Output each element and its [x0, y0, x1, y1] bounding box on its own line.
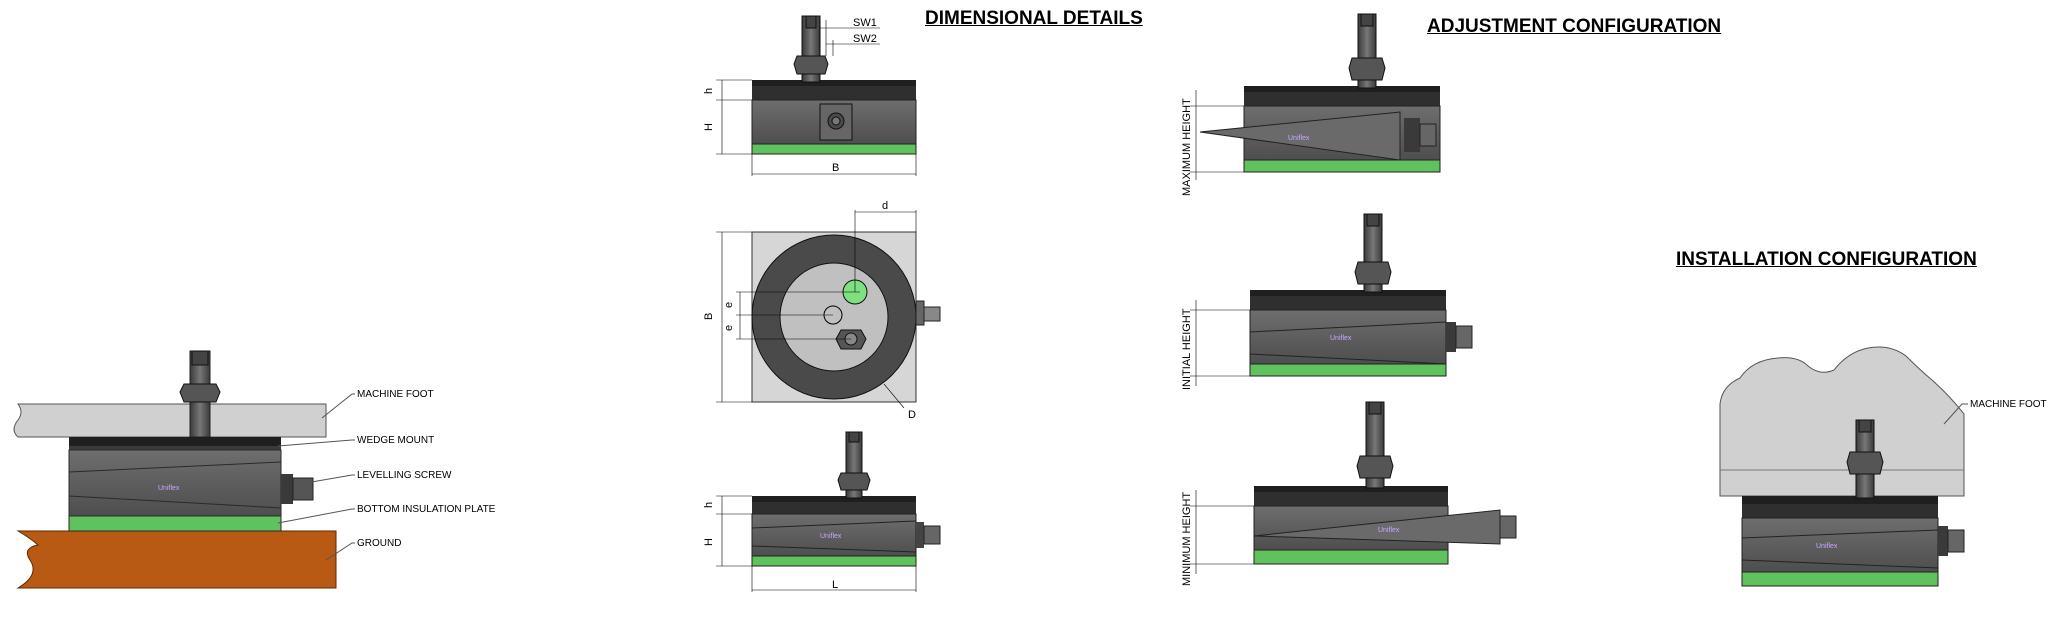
svg-text:Uniflex: Uniflex: [1330, 335, 1352, 342]
adjustment-maximum: Uniflex MAXIMUM HEIGHT: [1181, 13, 1441, 196]
label-maximum-height: MAXIMUM HEIGHT: [1181, 98, 1193, 196]
callout-wedge-mount: WEDGE MOUNT: [357, 435, 434, 446]
dim-H-front: H: [703, 123, 715, 131]
svg-text:Uniflex: Uniflex: [158, 485, 180, 492]
insulation-plate: [68, 515, 282, 532]
label-initial-height: INITIAL HEIGHT: [1181, 308, 1193, 390]
machine-foot-casting: [1719, 346, 1965, 497]
svg-text:Uniflex: Uniflex: [1378, 527, 1400, 534]
adjustment-configuration-heading: ADJUSTMENT CONFIGURATION: [1427, 16, 1722, 37]
dim-L: L: [832, 579, 838, 591]
hex-nut: [179, 383, 221, 403]
dim-H-side: H: [703, 538, 715, 546]
dim-sw1: SW1: [853, 17, 877, 29]
svg-text:Uniflex: Uniflex: [1288, 135, 1310, 142]
installation-configuration-heading: INSTALLATION CONFIGURATION: [1676, 249, 1977, 270]
mount-top-plate: [69, 437, 281, 446]
svg-text:Uniflex: Uniflex: [820, 533, 842, 540]
levelling-screw-head: [281, 474, 293, 504]
dim-e-lower: e: [723, 325, 735, 331]
dim-B-plan: B: [703, 313, 715, 320]
adjustment-minimum: Uniflex MINIMUM HEIGHT: [1181, 401, 1517, 586]
dimensional-details-heading: DIMENSIONAL DETAILS: [925, 8, 1143, 29]
front-view: SW1 SW2 h H B: [703, 15, 917, 176]
svg-text:Uniflex: Uniflex: [1816, 543, 1838, 550]
callout-bottom-insulation-plate: BOTTOM INSULATION PLATE: [357, 504, 496, 515]
callout-machine-foot: MACHINE FOOT: [357, 389, 434, 400]
machine-foot-plate: [13, 403, 327, 438]
dim-e-upper: e: [723, 302, 735, 308]
adjustment-initial: Uniflex INITIAL HEIGHT: [1181, 213, 1473, 390]
callout-levelling-screw: LEVELLING SCREW: [357, 470, 452, 481]
installation-callout-machine-foot: MACHINE FOOT: [1970, 399, 2047, 410]
installation-view: Uniflex MACHINE FOOT: [1719, 346, 2047, 587]
side-view: Uniflex h H L: [703, 431, 941, 592]
dim-sw2: SW2: [853, 33, 877, 45]
ground-block: [16, 530, 337, 589]
dim-d: d: [882, 200, 888, 212]
label-minimum-height: MINIMUM HEIGHT: [1181, 492, 1193, 586]
callout-ground: GROUND: [357, 538, 401, 549]
dim-D: D: [908, 409, 916, 421]
plan-view: d B e e D: [703, 200, 941, 421]
mount-body: [68, 449, 282, 517]
dim-B-front: B: [832, 162, 839, 174]
left-assembly: Uniflex MACHINE FOOT WEDGE MOUNT LEVELLI…: [13, 350, 496, 589]
dim-h-side: h: [703, 502, 715, 508]
dim-h-front: h: [703, 88, 715, 94]
